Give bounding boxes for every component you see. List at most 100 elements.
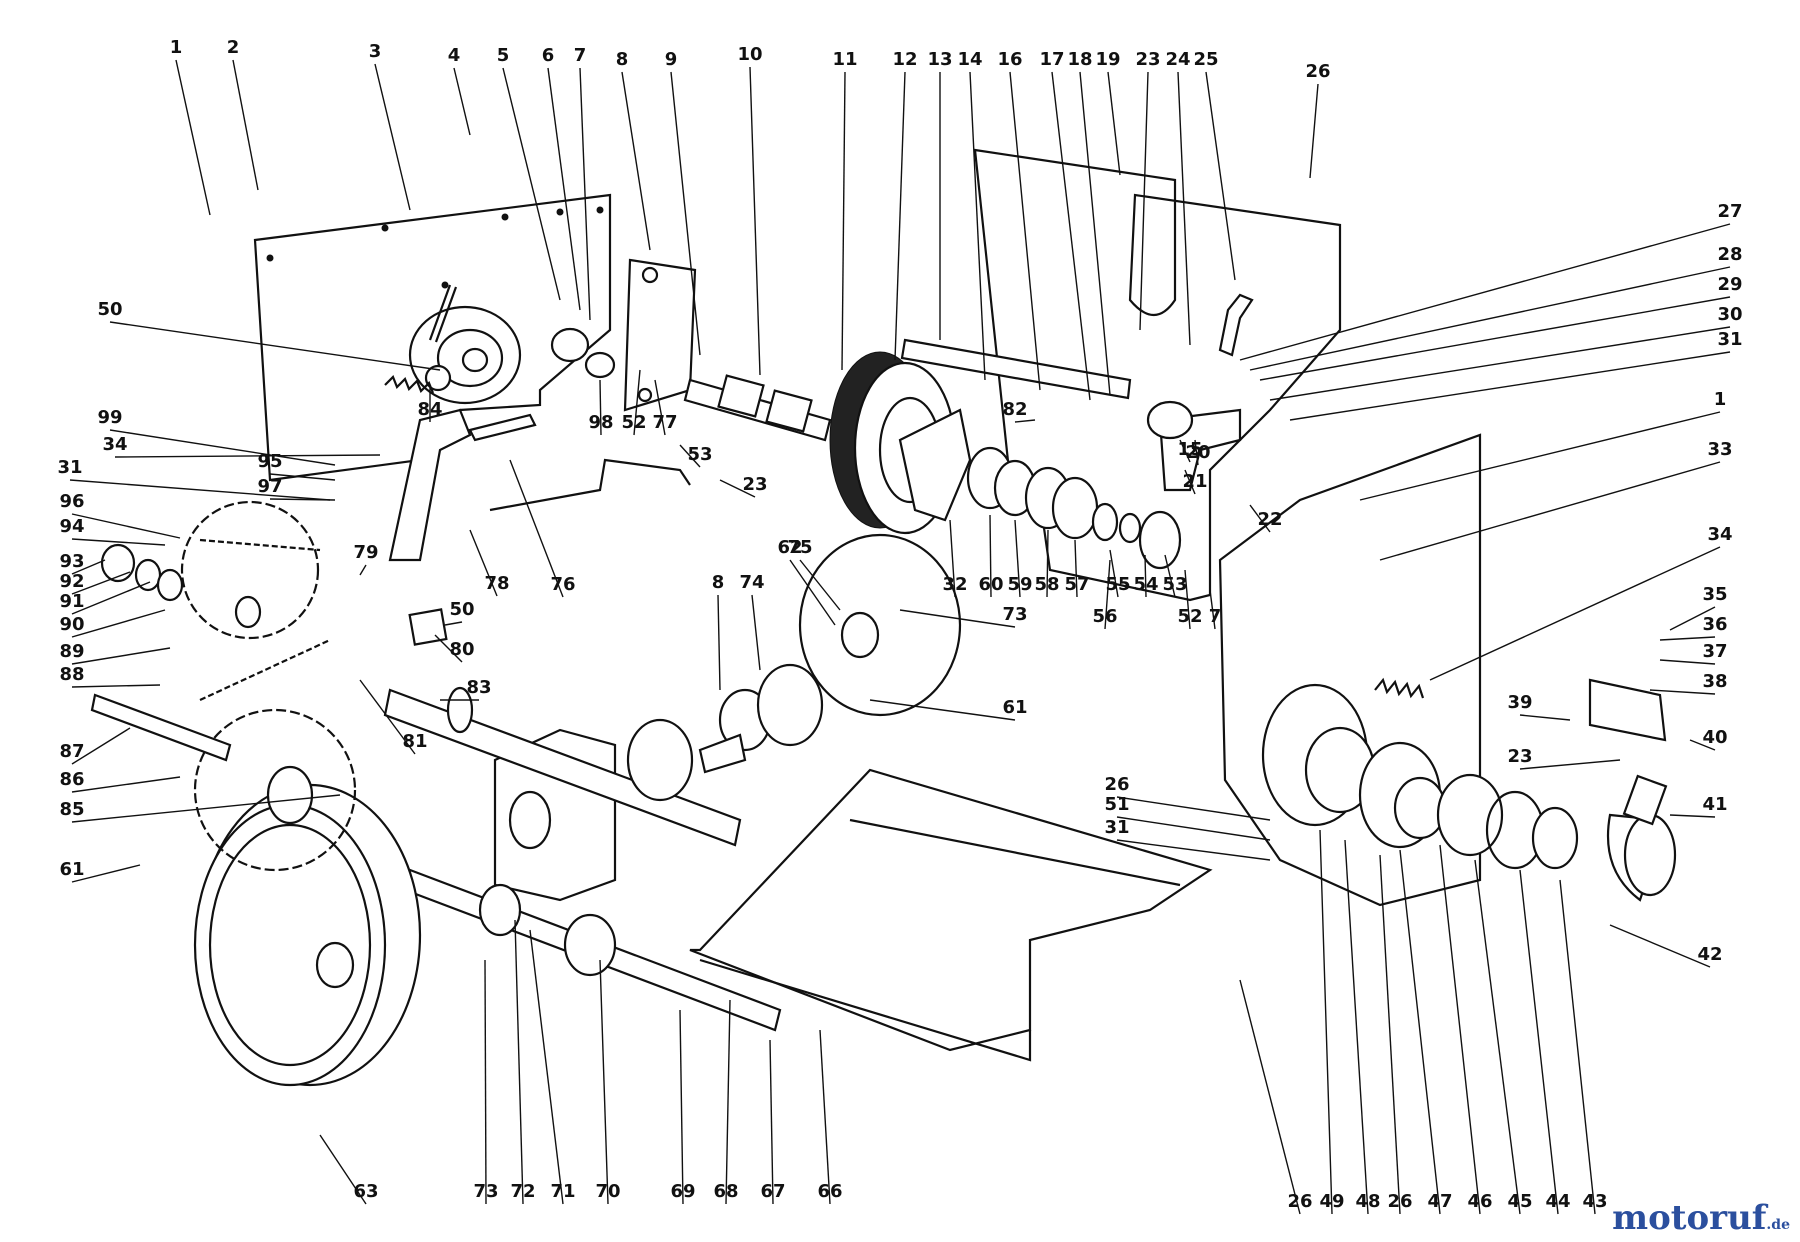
leader-line: [1609, 924, 1711, 968]
part-callout: 26: [1287, 1191, 1312, 1212]
large-pulley-72: [193, 765, 422, 1087]
part-callout: 33: [1707, 439, 1732, 460]
leader-line: [1309, 83, 1319, 179]
part-callout: 42: [1697, 944, 1722, 965]
leader-line: [749, 66, 761, 376]
part-callout: 12: [892, 49, 917, 70]
part-callout: 81: [402, 731, 427, 752]
leader-line: [71, 559, 106, 575]
clamp-41: [1606, 774, 1677, 902]
leader-line: [175, 59, 211, 216]
part-callout: 3: [369, 41, 382, 62]
leader-line: [1177, 71, 1191, 346]
part-callout: 61: [59, 859, 84, 880]
part-callout: 50: [449, 599, 474, 620]
part-callout: 75: [787, 537, 812, 558]
part-callout: 74: [739, 572, 764, 593]
leader-line: [969, 71, 986, 381]
leader-line: [670, 71, 701, 356]
leader-line: [1109, 549, 1119, 598]
leader-line: [469, 529, 498, 597]
leader-line: [799, 559, 841, 611]
leader-line: [71, 513, 181, 539]
part-callout: 73: [1002, 604, 1027, 625]
leader-line: [679, 444, 701, 468]
leader-line: [1659, 659, 1716, 665]
part-callout: 55: [1105, 574, 1130, 595]
leader-line: [1184, 469, 1196, 495]
part-callout: 87: [59, 741, 84, 762]
leader-line: [1014, 519, 1021, 598]
leader-line: [894, 71, 906, 361]
part-callout: 43: [1582, 1191, 1607, 1212]
part-callout: 19: [1095, 49, 1120, 70]
part-callout: 41: [1702, 794, 1727, 815]
right-side-plate-1: [1218, 433, 1482, 907]
part-callout: 16: [997, 49, 1022, 70]
leader-line: [71, 864, 141, 883]
part-callout: 86: [59, 769, 84, 790]
part-callout: 20: [1185, 442, 1210, 463]
leader-line: [1051, 71, 1091, 401]
part-callout: 14: [957, 49, 982, 70]
flange-74: [626, 663, 824, 802]
leader-line: [789, 559, 836, 626]
leader-line: [484, 959, 487, 1205]
sprocket-89: [180, 500, 320, 640]
leader-line: [514, 919, 524, 1205]
part-callout: 99: [97, 407, 122, 428]
leader-line: [841, 71, 846, 371]
part-callout: 92: [59, 571, 84, 592]
friction-disc-62: [798, 533, 962, 717]
leader-line: [1009, 71, 1041, 391]
watermark-logo: motoruf.de: [1612, 1198, 1790, 1238]
shaft-13: [900, 338, 1132, 400]
part-callout: 1: [1714, 389, 1727, 410]
part-callout: 50: [97, 299, 122, 320]
part-callout: 27: [1717, 201, 1742, 222]
leader-line: [1046, 529, 1049, 598]
leader-line: [1259, 296, 1731, 381]
part-callout: 30: [1717, 304, 1742, 325]
leader-line: [1439, 844, 1481, 1215]
leader-line: [1669, 606, 1716, 631]
part-callout: 66: [817, 1181, 842, 1202]
leader-line: [374, 63, 411, 211]
part-callout: 26: [1104, 774, 1129, 795]
hub-73: [840, 611, 880, 659]
leader-line: [71, 609, 166, 638]
part-callout: 96: [59, 491, 84, 512]
leader-line: [599, 379, 602, 436]
leader-line: [1689, 739, 1716, 751]
leader-line: [1289, 351, 1731, 421]
part-callout: 28: [1717, 244, 1742, 265]
part-callout: 72: [510, 1181, 535, 1202]
part-callout: 88: [59, 664, 84, 685]
part-callout: 23: [1135, 49, 1160, 70]
leader-line: [1184, 569, 1191, 630]
leader-line: [725, 999, 731, 1205]
leader-line: [949, 519, 956, 598]
part-callout: 31: [57, 457, 82, 478]
leader-line: [1104, 559, 1111, 630]
part-callout: 90: [59, 614, 84, 635]
part-callout: 84: [417, 399, 442, 420]
part-callout: 8: [712, 572, 725, 593]
part-callout: 83: [466, 677, 491, 698]
leader-line: [1249, 266, 1731, 371]
part-callout: 2: [227, 37, 240, 58]
control-rod-76: [489, 458, 691, 512]
leader-line: [899, 609, 1016, 628]
part-callout: 67: [760, 1181, 785, 1202]
part-callout: 78: [484, 573, 509, 594]
leader-line: [819, 1029, 831, 1205]
part-callout: 35: [1702, 584, 1727, 605]
part-callout: 17: [1039, 49, 1064, 70]
part-callout: 32: [942, 574, 967, 595]
part-callout: 10: [737, 44, 762, 65]
leader-line: [1429, 546, 1721, 681]
leader-line: [869, 699, 1016, 721]
drive-chain-94: [199, 538, 321, 552]
leader-line: [1649, 689, 1716, 695]
